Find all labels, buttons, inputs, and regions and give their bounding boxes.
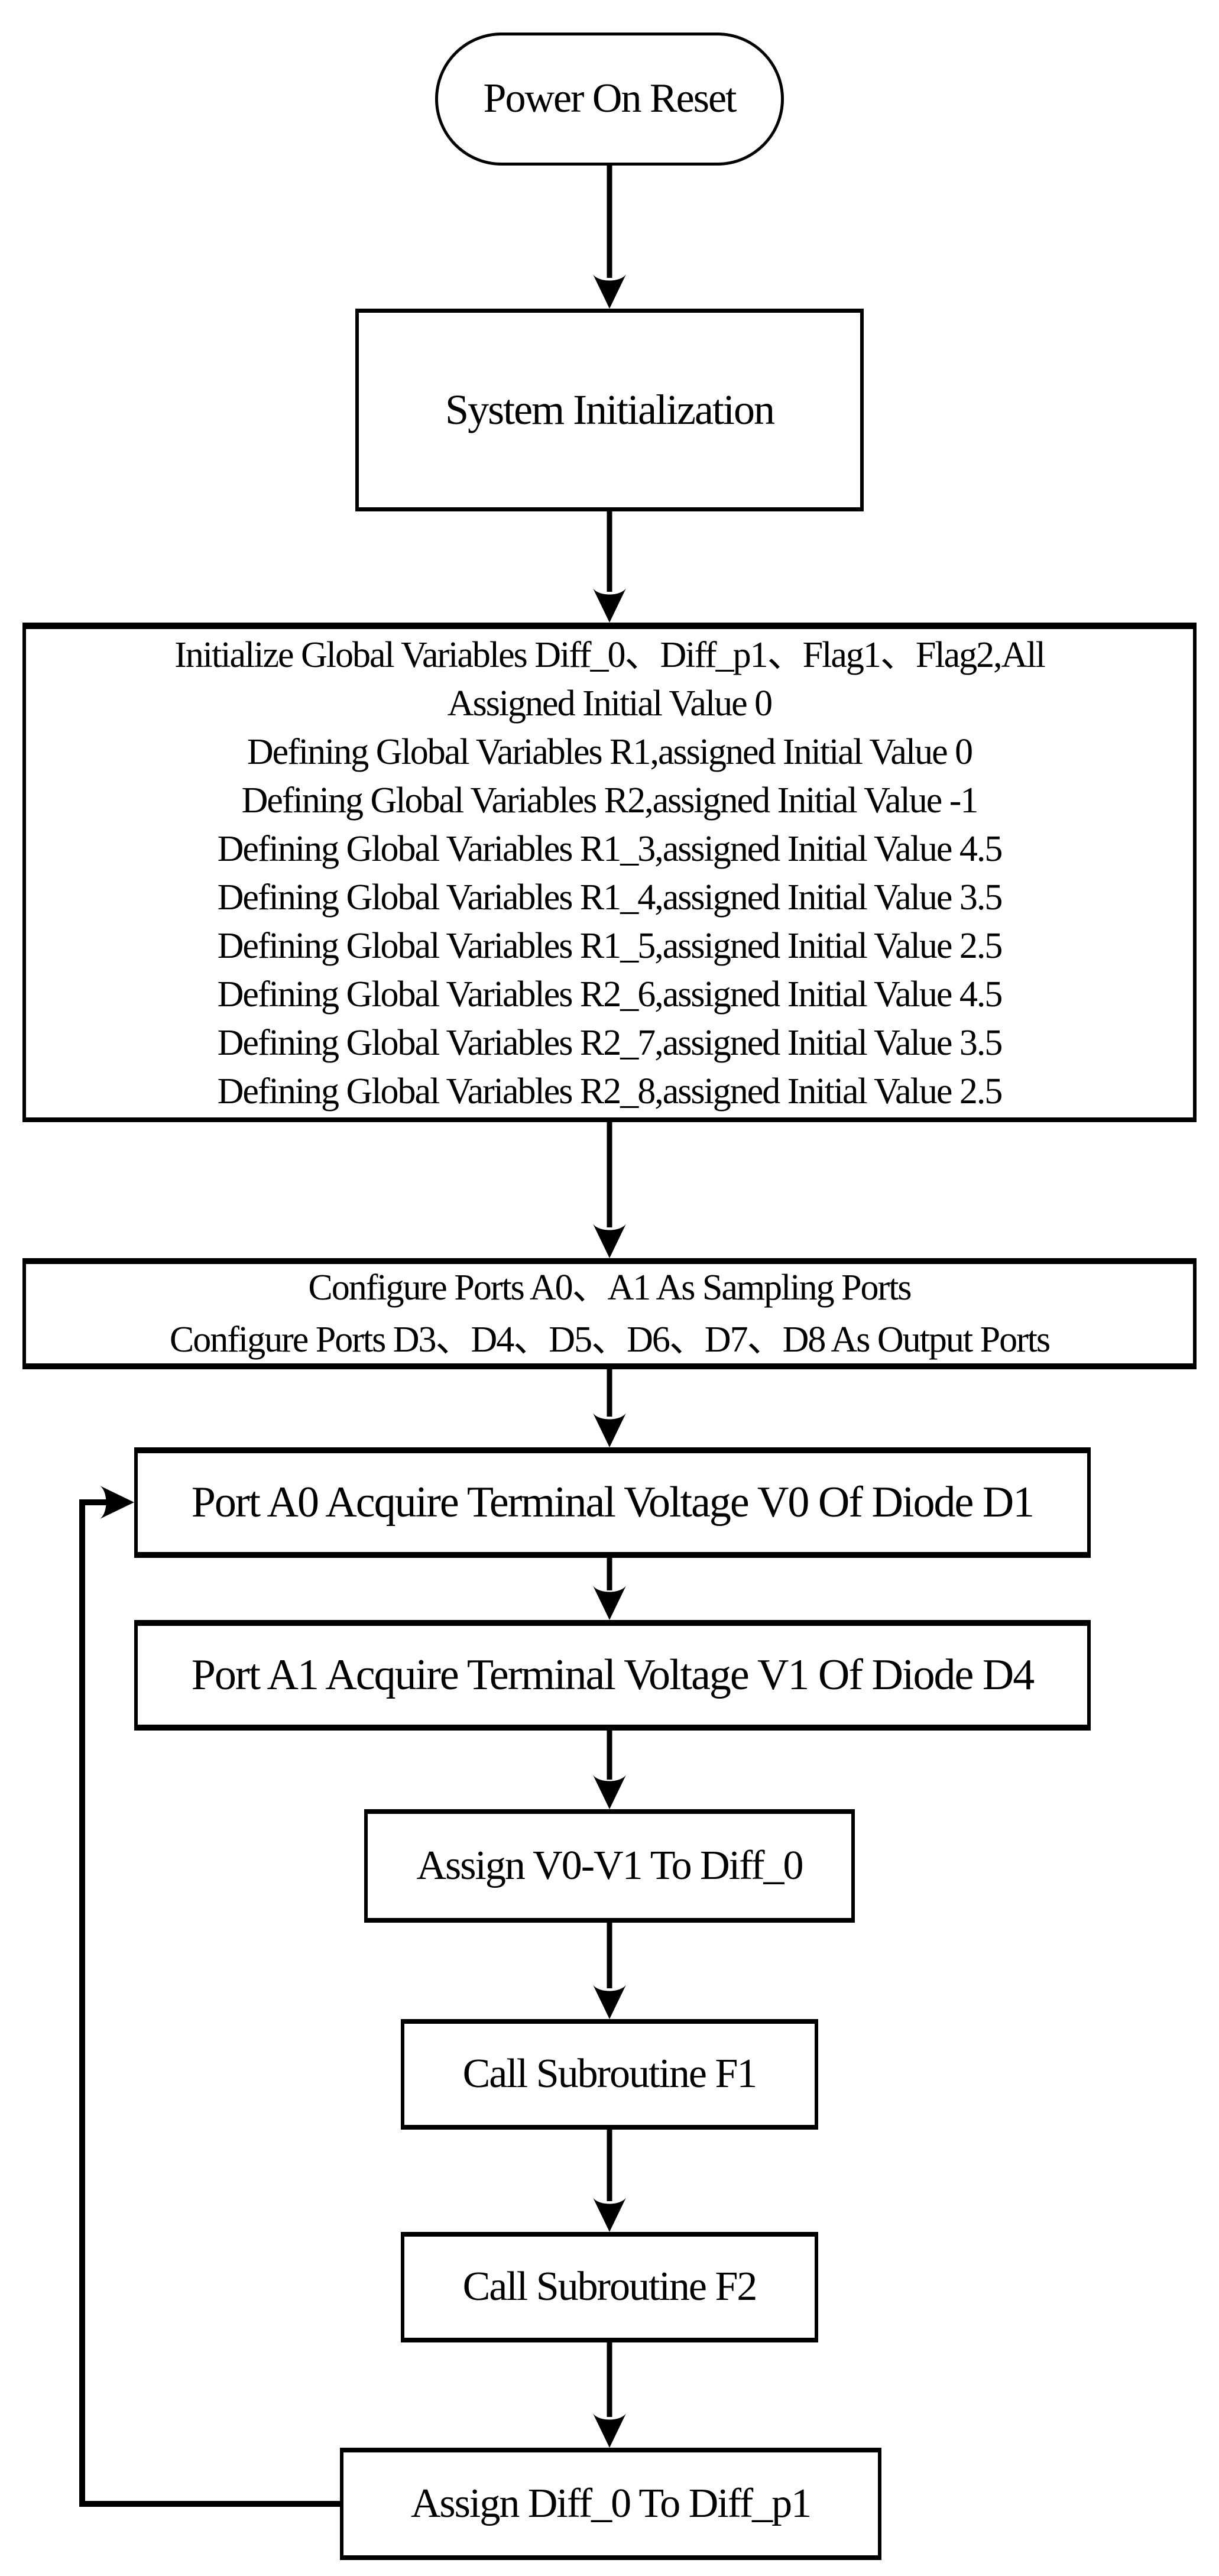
node-call-subroutine-f1: Call Subroutine F1 — [401, 2019, 818, 2130]
arrowhead-down-icon — [593, 274, 626, 309]
node-line: Configure Ports D3、D4、D5、D6、D7、D8 As Out… — [169, 1320, 1051, 1360]
node-label: System Initialization — [445, 386, 775, 434]
node-line: Defining Global Variables R1,assigned In… — [247, 732, 973, 772]
node-port-a1-acquire: Port A1 Acquire Terminal Voltage V1 Of D… — [134, 1620, 1091, 1731]
node-line: Defining Global Variables R1_5,assigned … — [217, 926, 1003, 966]
arrowhead-down-icon — [593, 1224, 626, 1258]
arrowhead-down-icon — [593, 1413, 626, 1447]
node-label: Port A0 Acquire Terminal Voltage V0 Of D… — [191, 1477, 1035, 1527]
node-line: Configure Ports A0、A1 As Sampling Ports — [308, 1268, 912, 1308]
arrowhead-down-icon — [593, 1775, 626, 1809]
arrowhead-down-icon — [593, 588, 626, 623]
node-port-a0-acquire: Port A0 Acquire Terminal Voltage V0 Of D… — [134, 1447, 1091, 1558]
node-line: Defining Global Variables R2_8,assigned … — [217, 1071, 1003, 1112]
arrowhead-down-icon — [593, 1586, 626, 1620]
node-call-subroutine-f2: Call Subroutine F2 — [401, 2232, 818, 2342]
node-label: Call Subroutine F2 — [462, 2264, 758, 2310]
node-assign-diff-0: Assign V0-V1 To Diff_0 — [364, 1809, 855, 1923]
node-line: Defining Global Variables R2_6,assigned … — [217, 974, 1003, 1015]
node-line: Initialize Global Variables Diff_0、Diff_… — [174, 635, 1046, 675]
node-label: Port A1 Acquire Terminal Voltage V1 Of D… — [191, 1650, 1035, 1699]
node-label: Call Subroutine F1 — [462, 2051, 758, 2097]
node-line: Defining Global Variables R1_3,assigned … — [217, 829, 1003, 869]
node-label: Assign Diff_0 To Diff_p1 — [410, 2480, 812, 2526]
node-label: Power On Reset — [483, 76, 737, 122]
node-system-initialization: System Initialization — [355, 309, 864, 511]
node-assign-diff-p1: Assign Diff_0 To Diff_p1 — [340, 2448, 881, 2560]
node-configure-ports: Configure Ports A0、A1 As Sampling Ports … — [22, 1258, 1197, 1369]
node-label: Assign V0-V1 To Diff_0 — [416, 1842, 803, 1888]
arrowhead-right-icon — [100, 1486, 134, 1519]
node-line: Defining Global Variables R1_4,assigned … — [217, 877, 1003, 918]
node-power-on-reset: Power On Reset — [435, 33, 784, 166]
edge-loop-back — [79, 1499, 340, 2507]
arrowhead-down-icon — [593, 2413, 626, 2448]
arrowhead-down-icon — [593, 2198, 626, 2232]
node-line: Defining Global Variables R2_7,assigned … — [217, 1023, 1003, 1063]
node-line: Defining Global Variables R2,assigned In… — [241, 780, 979, 821]
arrowhead-down-icon — [593, 1985, 626, 2019]
node-line: Assigned Initial Value 0 — [447, 683, 773, 724]
node-initialize-global-variables: Initialize Global Variables Diff_0、Diff_… — [22, 623, 1197, 1122]
